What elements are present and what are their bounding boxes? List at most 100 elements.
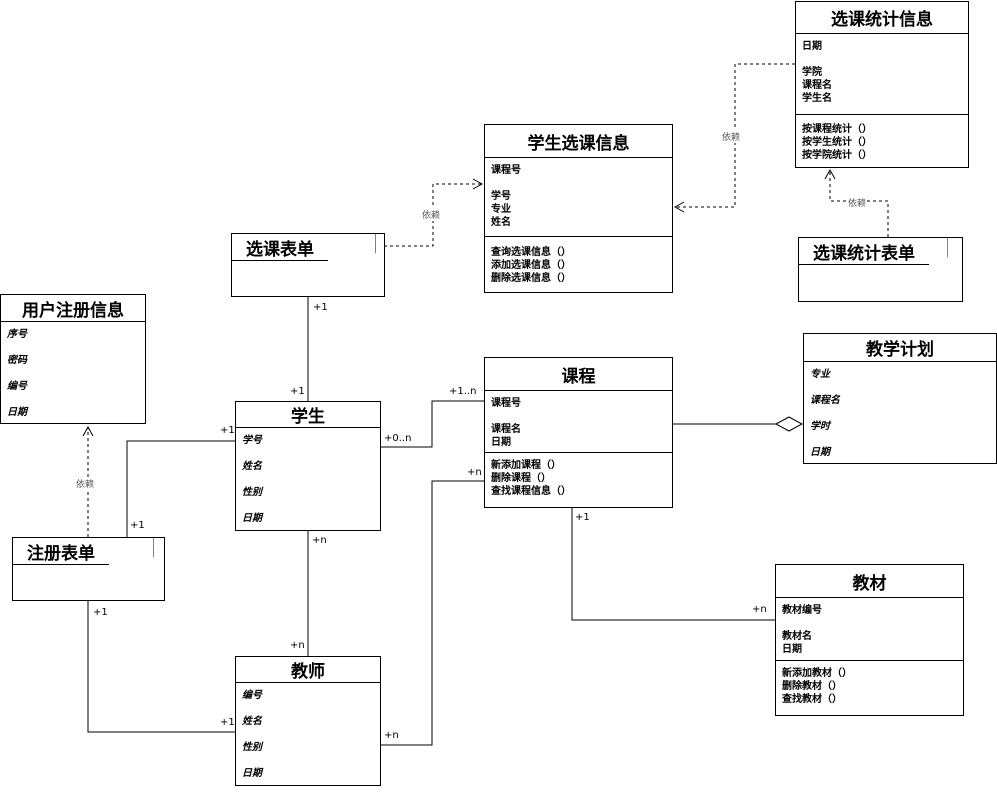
attr: 课程号 [491, 398, 521, 409]
op: 添加选课信息（） [491, 260, 571, 271]
attr: 学院 [802, 67, 822, 78]
class-title: 教学计划 [804, 334, 996, 362]
multiplicity-label: +n [312, 535, 327, 546]
attr: 日期 [242, 513, 262, 524]
aggregation-diamond [774, 416, 804, 432]
attr: 性别 [242, 487, 262, 498]
op: 新添加课程（） [491, 460, 561, 471]
multiplicity-label: +n [467, 467, 482, 478]
class-title: 用户注册信息 [1, 295, 145, 322]
assoc-teacher-course [380, 480, 484, 746]
class-operations: 新添加教材（） 删除教材（） 查找教材（） [776, 660, 963, 710]
op: 查找课程信息（） [491, 486, 571, 497]
multiplicity-label: +1 [575, 512, 590, 523]
dependency-label: 依赖 [848, 196, 867, 209]
class-attributes: 学号 姓名 性别 日期 [236, 428, 380, 542]
attr: 密码 [7, 355, 27, 366]
attr: 姓名 [491, 217, 511, 228]
attr: 日期 [802, 41, 822, 52]
attr: 学时 [810, 421, 830, 432]
multiplicity-label: +1 [220, 425, 235, 436]
class-operations: 查询选课信息（） 添加选课信息（） 删除选课信息（） [485, 236, 672, 289]
assoc-regform-student [126, 440, 235, 537]
op: 删除教材（） [782, 681, 842, 692]
class-title: 教材 [776, 565, 963, 598]
attr: 编号 [7, 381, 27, 392]
attr: 教材名 [782, 631, 812, 642]
class-title: 学生选课信息 [485, 125, 672, 158]
dep-statsform-stats [824, 168, 889, 237]
attr: 课程名 [810, 395, 840, 406]
attr: 学生名 [802, 93, 832, 104]
class-title: 选课统计信息 [796, 2, 968, 34]
op: 查找教材（） [782, 694, 842, 705]
multiplicity-label: +1 [290, 386, 305, 397]
form-selection-statistics[interactable]: 选课统计表单 [798, 237, 963, 302]
multiplicity-label: +0..n [384, 433, 412, 444]
dependency-label: 依赖 [422, 208, 441, 221]
op: 按课程统计（） [802, 124, 872, 135]
class-teacher[interactable]: 教师 编号 姓名 性别 日期 [235, 656, 381, 786]
attr: 日期 [242, 768, 262, 779]
class-title: 课程 [485, 358, 672, 391]
class-attributes: 日期 学院 课程名 学生名 [796, 34, 968, 114]
attr: 学号 [491, 191, 511, 202]
attr: 日期 [810, 447, 830, 458]
class-attributes: 编号 姓名 性别 日期 [236, 683, 380, 797]
class-student[interactable]: 学生 学号 姓名 性别 日期 [235, 401, 381, 531]
form-register[interactable]: 注册表单 [12, 537, 165, 601]
form-tab-corner [375, 233, 376, 254]
attr: 序号 [7, 329, 27, 340]
attr: 专业 [491, 204, 511, 215]
class-course-selection[interactable]: 学生选课信息 课程号 学号 专业 姓名 查询选课信息（） 添加选课信息（） 删除… [484, 124, 673, 293]
multiplicity-label: +n [752, 604, 767, 615]
multiplicity-label: +n [384, 730, 399, 741]
form-tab-corner [153, 537, 154, 558]
multiplicity-label: +1..n [449, 386, 477, 397]
class-textbook[interactable]: 教材 教材编号 教材名 日期 新添加教材（） 删除教材（） 查找教材（） [775, 564, 964, 716]
class-attributes: 教材编号 教材名 日期 [776, 598, 963, 660]
form-course-select[interactable]: 选课表单 [231, 233, 385, 297]
class-teaching-plan[interactable]: 教学计划 专业 课程名 学时 日期 [803, 333, 997, 464]
class-title: 教师 [236, 657, 380, 683]
op: 查询选课信息（） [491, 247, 571, 258]
attr: 课程名 [491, 424, 521, 435]
form-tab-corner [947, 237, 948, 258]
class-course[interactable]: 课程 课程号 课程名 日期 新添加课程（） 删除课程（） 查找课程信息（） [484, 357, 673, 508]
class-selection-statistics[interactable]: 选课统计信息 日期 学院 课程名 学生名 按课程统计（） 按学生统计（） 按学院… [795, 1, 969, 168]
class-attributes: 课程号 学号 专业 姓名 [485, 158, 672, 236]
multiplicity-label: +1 [130, 520, 145, 531]
attr: 课程名 [802, 80, 832, 91]
attr: 教材编号 [782, 605, 822, 616]
attr: 姓名 [242, 716, 262, 727]
attr: 性别 [242, 742, 262, 753]
form-title: 注册表单 [12, 537, 109, 565]
class-attributes: 专业 课程名 学时 日期 [804, 362, 996, 476]
op: 按学院统计（） [802, 150, 872, 161]
attr: 日期 [782, 644, 802, 655]
op: 删除选课信息（） [491, 273, 571, 284]
class-user-registration[interactable]: 用户注册信息 序号 密码 编号 日期 [0, 294, 146, 424]
multiplicity-label: +1 [220, 717, 235, 728]
op: 删除课程（） [491, 473, 551, 484]
class-attributes: 序号 密码 编号 日期 [1, 322, 145, 436]
multiplicity-label: +1 [93, 607, 108, 618]
class-operations: 按课程统计（） 按学生统计（） 按学院统计（） [796, 114, 968, 166]
attr: 姓名 [242, 461, 262, 472]
dep-stats-selection [673, 63, 795, 213]
multiplicity-label: +1 [313, 302, 328, 313]
form-title: 选课统计表单 [798, 237, 929, 265]
class-operations: 新添加课程（） 删除课程（） 查找课程信息（） [485, 452, 672, 502]
attr: 课程号 [491, 165, 521, 176]
assoc-student-course [380, 400, 484, 448]
class-title: 学生 [236, 402, 380, 428]
dependency-label: 依赖 [76, 477, 95, 490]
multiplicity-label: +n [290, 640, 305, 651]
attr: 学号 [242, 435, 262, 446]
assoc-course-textbook [571, 507, 775, 621]
class-attributes: 课程号 课程名 日期 [485, 391, 672, 452]
attr: 日期 [7, 407, 27, 418]
op: 新添加教材（） [782, 668, 852, 679]
assoc-regform-teacher [87, 600, 235, 733]
dependency-label: 依赖 [722, 130, 741, 143]
